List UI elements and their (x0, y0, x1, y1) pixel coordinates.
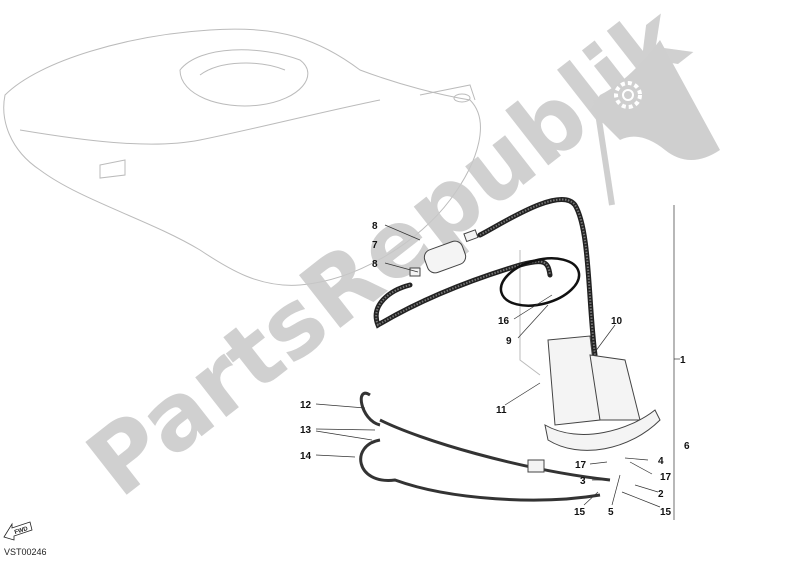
fwd-label: FWD (14, 526, 29, 536)
callout-16: 16 (498, 316, 510, 327)
leader-lines (315, 205, 680, 520)
callout-12: 12 (300, 400, 312, 411)
fuel-tank-outline (3, 28, 541, 376)
callout-labels: 8 7 8 16 9 10 1 11 12 13 14 6 4 17 17 3 … (300, 221, 690, 518)
gear-flag-logo (590, 40, 720, 206)
callout-4: 4 (658, 456, 664, 467)
callout-7: 7 (372, 240, 378, 251)
callout-10: 10 (611, 316, 623, 327)
o-ring (499, 257, 581, 307)
callout-13: 13 (300, 425, 312, 436)
callout-17: 17 (660, 472, 672, 483)
callout-8: 8 (372, 259, 378, 270)
fuel-filter (409, 229, 479, 277)
callout-15: 15 (660, 507, 672, 518)
fuel-pump-assembly (527, 335, 661, 473)
callout-1: 1 (680, 355, 686, 366)
callout-17: 17 (575, 460, 587, 471)
callout-8: 8 (372, 221, 378, 232)
callout-3: 3 (580, 476, 586, 487)
callout-9: 9 (506, 336, 512, 347)
drawing-code: VST00246 (4, 547, 47, 557)
callout-2: 2 (658, 489, 664, 500)
callout-6: 6 (684, 441, 690, 452)
callout-11: 11 (496, 405, 507, 416)
callout-15: 15 (574, 507, 586, 518)
fuel-hoses (359, 197, 611, 502)
callout-14: 14 (300, 451, 312, 462)
callout-5: 5 (608, 507, 614, 518)
forward-arrow-icon: FWD (3, 521, 33, 541)
